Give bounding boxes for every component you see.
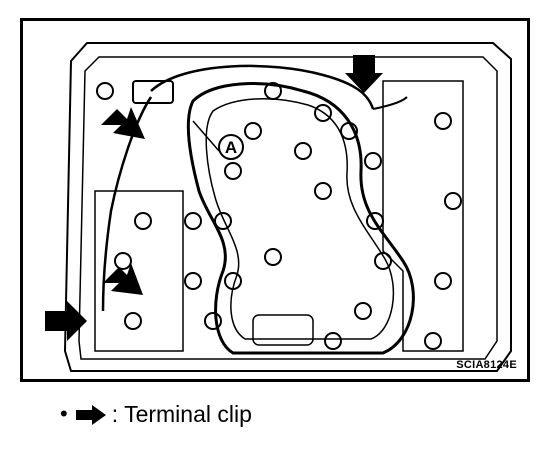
figure-code: SCIA8124E: [456, 359, 517, 371]
legend: • : Terminal clip: [60, 396, 252, 432]
bolt-hole: [204, 312, 222, 330]
bolt-holes: [96, 82, 462, 350]
bolt-hole: [364, 152, 382, 170]
right-valve-body: [382, 80, 464, 352]
wire-harness-3: [372, 96, 408, 110]
leader-line: [192, 120, 220, 152]
bolt-hole: [374, 252, 392, 270]
right-arrow-icon: [75, 404, 108, 425]
bolt-hole: [224, 162, 242, 180]
bolt-hole: [184, 212, 202, 230]
bolt-hole: [294, 142, 312, 160]
bolt-hole: [424, 332, 442, 350]
callout-a: A: [218, 134, 244, 160]
bolt-hole: [324, 332, 342, 350]
diagram-figure: A SCIA8124E: [20, 18, 530, 382]
connector: [132, 80, 174, 104]
terminal-clip-arrows: [45, 55, 383, 341]
terminal-clip-arrow: [45, 301, 87, 341]
bolt-hole: [434, 112, 452, 130]
legend-text: : Terminal clip: [111, 400, 252, 427]
bolt-hole: [244, 122, 262, 140]
bolt-hole: [114, 252, 132, 270]
callout-a-label: A: [225, 138, 237, 157]
separator-plate: [186, 82, 415, 355]
bolt-hole: [340, 122, 358, 140]
bolt-hole: [434, 272, 452, 290]
bolt-hole: [124, 312, 142, 330]
legend-bullet: •: [60, 401, 68, 426]
bolt-hole: [444, 192, 462, 210]
terminal-clip-arrow: [103, 263, 143, 295]
wire-harness: [150, 64, 375, 110]
bolt-hole: [314, 104, 332, 122]
bolt-hole: [224, 272, 242, 290]
case-inner-outline: [78, 56, 498, 360]
bolt-hole: [184, 272, 202, 290]
terminal-clip-arrow: [101, 107, 145, 139]
bolt-hole: [366, 212, 384, 230]
separator-plate-inner: [205, 98, 395, 340]
case-outline: [63, 42, 512, 372]
bolt-hole: [354, 302, 372, 320]
left-valve-body: [94, 190, 184, 352]
terminal-clip-arrow: [345, 55, 383, 93]
bolt-hole: [314, 182, 332, 200]
bolt-hole: [264, 248, 282, 266]
bolt-hole: [134, 212, 152, 230]
bolt-hole: [214, 212, 232, 230]
bolt-hole: [96, 82, 114, 100]
bolt-hole: [264, 82, 282, 100]
valve-body-illustration: A: [45, 42, 512, 372]
terminal-block: [252, 314, 314, 346]
